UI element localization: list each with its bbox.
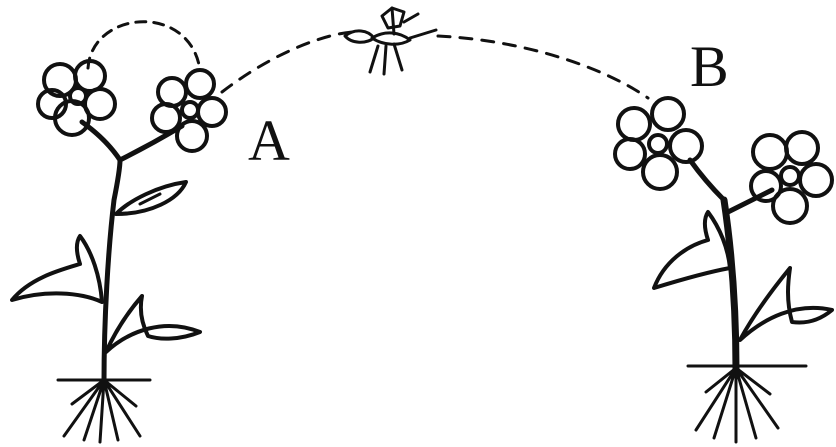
plant-b-roots — [688, 366, 806, 442]
insect-icon — [345, 8, 436, 74]
plant-b-left-branch — [690, 160, 724, 200]
plant-b-stem — [724, 200, 736, 370]
plant-a-label: A — [248, 112, 290, 170]
plant-b-left-flower — [615, 98, 702, 189]
plant-b-right-leaf — [740, 268, 832, 340]
plant-a-right-leaf — [106, 296, 200, 352]
plant-b-left-leaf — [654, 212, 730, 288]
plant-a — [12, 61, 226, 442]
cross-pollination-arc — [222, 32, 648, 98]
plant-a-roots — [58, 380, 150, 442]
plant-b-right-flower — [751, 132, 832, 223]
plant-b — [615, 98, 832, 442]
plant-a-left-flower — [38, 61, 115, 135]
plant-a-left-leaf — [12, 236, 102, 302]
plant-b-label: B — [690, 38, 729, 96]
self-pollination-arc — [88, 22, 200, 70]
